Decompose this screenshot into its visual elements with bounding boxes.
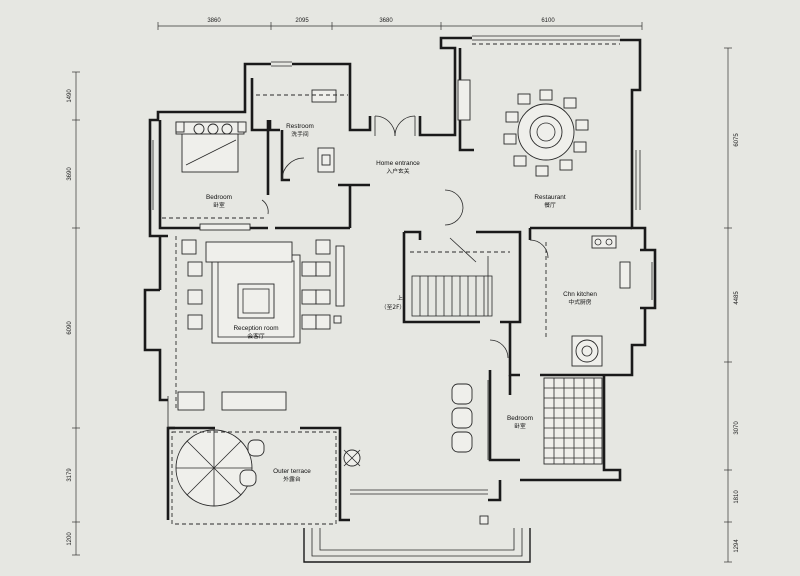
- bedroom-nw-furniture: [162, 121, 266, 231]
- label-bedroom-se-zh: 卧室: [514, 422, 526, 430]
- entrance-doors: [261, 115, 464, 226]
- dimension-top: 3860 2095 3680 6100: [157, 18, 643, 30]
- label-terrace-en: Outer terrace: [273, 468, 311, 475]
- label-restroom-zh: 洗手间: [291, 130, 309, 138]
- interior-walls: [178, 78, 632, 462]
- bedroom-se-furniture: [451, 339, 603, 465]
- dim-left-5: 1200: [67, 532, 73, 546]
- room-labels: Bedroom 卧室 Restroom 洗手间 Home entrance 入户…: [206, 123, 597, 483]
- label-kitchen-zh: 中式厨房: [568, 298, 591, 306]
- windows: [148, 35, 653, 495]
- label-restaurant-en: Restaurant: [534, 194, 565, 201]
- label-reception-zh: 会客厅: [247, 332, 265, 340]
- dim-right-2: 4485: [734, 291, 740, 305]
- dim-left-2: 3690: [67, 167, 73, 181]
- restroom-fixtures: [256, 89, 348, 181]
- label-terrace-zh: 外露台: [283, 475, 301, 483]
- dim-top-4: 6100: [541, 18, 555, 24]
- staircase: 上 （至2F）: [381, 237, 510, 317]
- dim-left-3: 6090: [67, 321, 73, 335]
- bed-grid: [544, 378, 602, 464]
- reception-furniture: [175, 236, 345, 411]
- label-restroom-en: Restroom: [286, 123, 314, 130]
- dimension-left: 1490 3690 6090 3179 1200: [67, 71, 80, 556]
- label-restaurant-zh: 餐厅: [544, 201, 556, 209]
- front-steps: [303, 515, 531, 563]
- dim-left-4: 3179: [67, 468, 73, 482]
- label-entrance-en: Home entrance: [376, 160, 420, 167]
- kitchen-fixtures: [529, 235, 631, 367]
- exterior-walls: [143, 36, 657, 522]
- dimension-right: 6075 4485 3070 1810 1294: [724, 47, 740, 563]
- stairs-up-label: 上: [397, 294, 403, 302]
- stairs-to-label: （至2F）: [381, 304, 405, 311]
- dining-chairs: [503, 89, 589, 177]
- label-entrance-zh: 入户玄关: [386, 167, 409, 175]
- dim-right-5: 1294: [734, 539, 740, 553]
- label-kitchen-en: Chn kitchen: [563, 291, 597, 298]
- label-reception-en: Reception room: [233, 325, 278, 332]
- dim-left-1: 1490: [67, 89, 73, 103]
- restaurant-furniture: [457, 79, 589, 177]
- dim-right-4: 1810: [734, 490, 740, 504]
- terrace-furniture: [171, 429, 361, 525]
- dim-right-3: 3070: [734, 421, 740, 435]
- dim-top-1: 3860: [207, 18, 221, 24]
- label-bedroom-nw-zh: 卧室: [213, 201, 225, 209]
- dim-top-2: 2095: [295, 18, 309, 24]
- label-bedroom-se-en: Bedroom: [507, 415, 533, 422]
- dim-top-3: 3680: [379, 18, 393, 24]
- dim-right-1: 6075: [734, 133, 740, 147]
- label-bedroom-nw-en: Bedroom: [206, 194, 232, 201]
